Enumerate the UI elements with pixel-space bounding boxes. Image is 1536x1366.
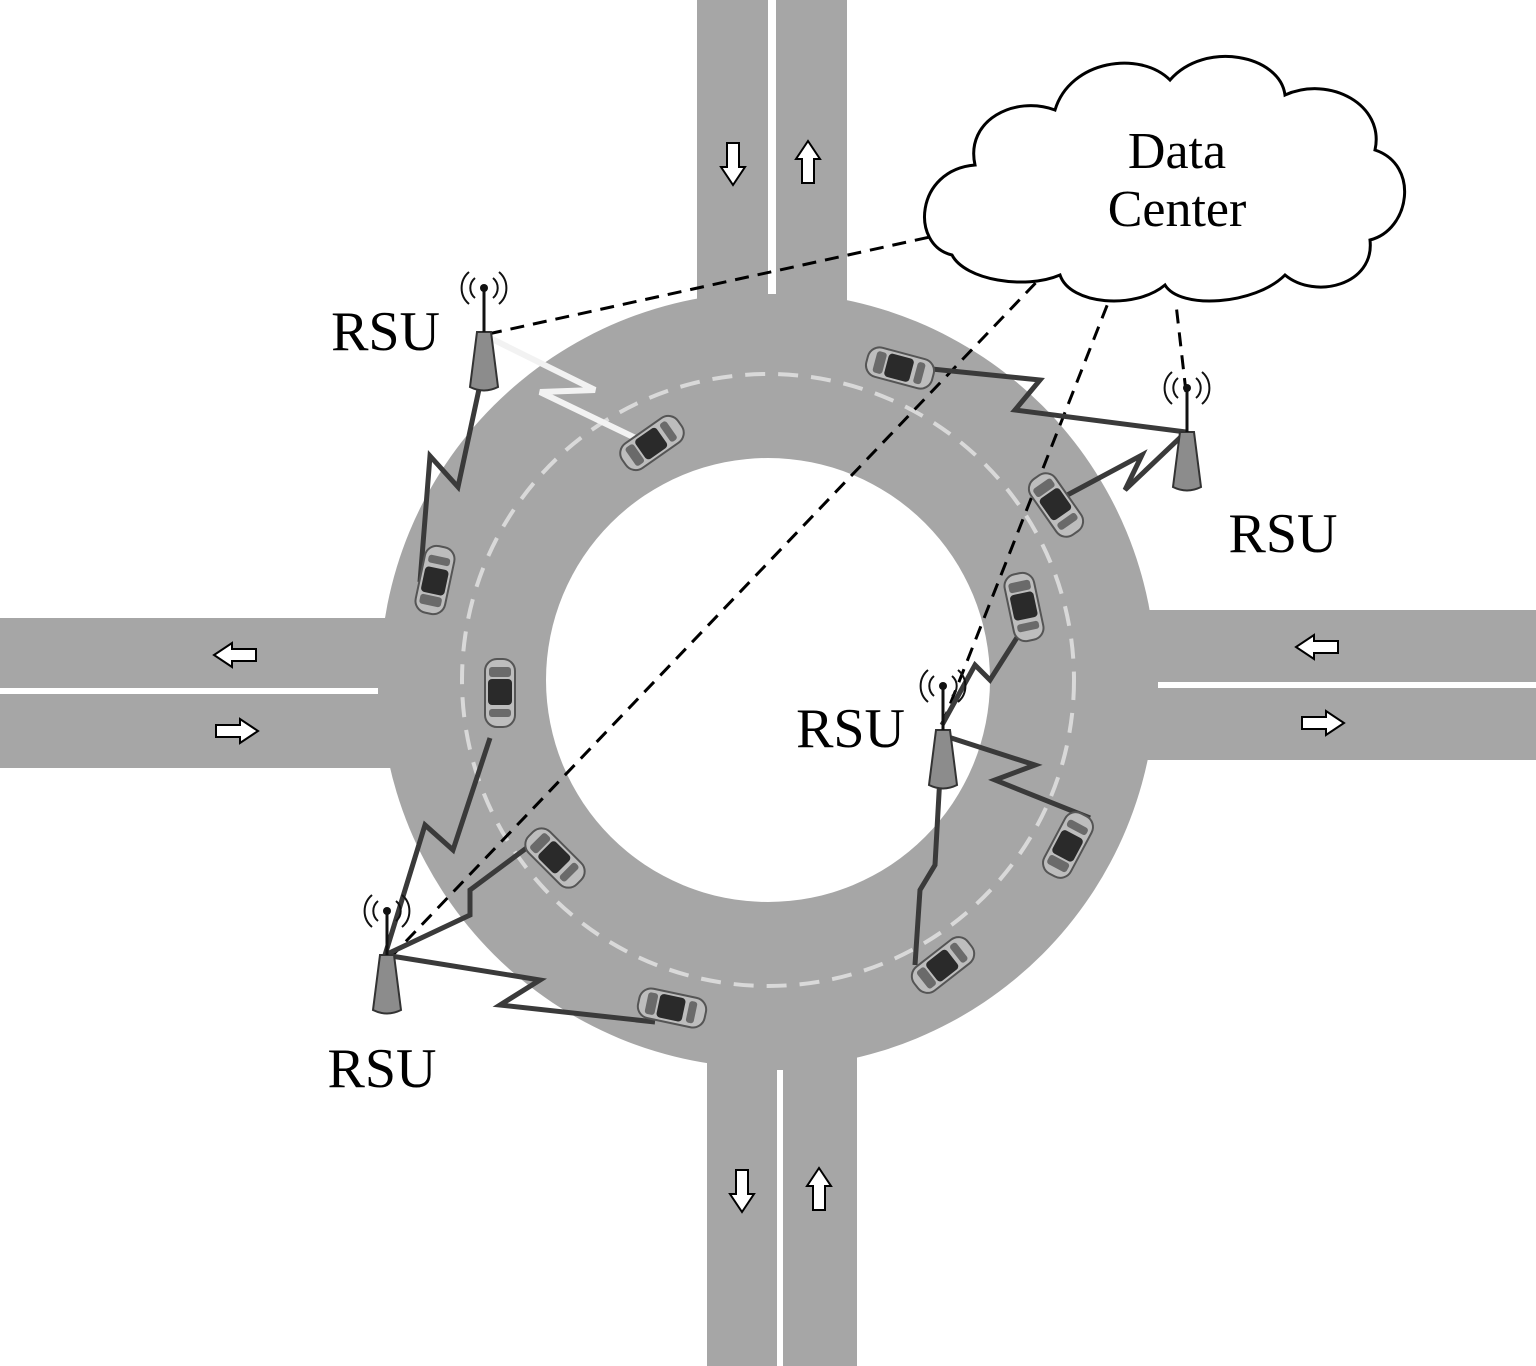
wired-links	[388, 235, 1188, 960]
wired-link-ne	[1174, 303, 1188, 393]
cloud-label-line1: Data	[1128, 123, 1226, 180]
wireless-link-light	[488, 335, 652, 448]
cloud-label-line2: Center	[1108, 181, 1247, 238]
wireless-link	[939, 623, 1028, 727]
lane-divider-south	[777, 1070, 783, 1366]
rsu-label: RSU	[796, 698, 905, 760]
rsu-label: RSU	[1229, 503, 1338, 565]
lane-divider-west	[0, 688, 378, 694]
roundabout-island	[546, 458, 990, 902]
dashed-lane-marking	[460, 372, 1076, 988]
car-icon	[484, 658, 516, 728]
cloud-icon	[923, 55, 1407, 303]
wireless-link	[384, 952, 656, 1025]
wireless-link	[941, 732, 1091, 821]
rsu-label: RSU	[331, 301, 440, 363]
wireless-link	[417, 337, 493, 583]
wireless-link	[912, 739, 945, 966]
antenna-tower-icon	[363, 893, 411, 1015]
data-center-cloud: Data Center	[923, 55, 1407, 303]
rsu-nw: RSU	[331, 270, 508, 392]
wireless-links	[382, 335, 1188, 1025]
wireless-link	[1056, 430, 1188, 503]
rsu-ne: RSU	[1163, 370, 1338, 565]
rsu-units: RSU RSU RSU RSU	[328, 270, 1338, 1100]
wireless-link	[382, 737, 493, 956]
wireless-link	[891, 362, 1187, 435]
rsu-sw: RSU	[328, 893, 437, 1100]
wired-link-center	[940, 297, 1112, 726]
lane-divider-north	[768, 0, 776, 294]
wired-link-nw	[487, 235, 931, 336]
wired-link-sw	[388, 268, 1050, 960]
rsu-label: RSU	[328, 1038, 437, 1100]
rsu-center: RSU	[796, 668, 967, 790]
wireless-link	[383, 835, 542, 958]
lane-divider-east	[1158, 682, 1536, 688]
